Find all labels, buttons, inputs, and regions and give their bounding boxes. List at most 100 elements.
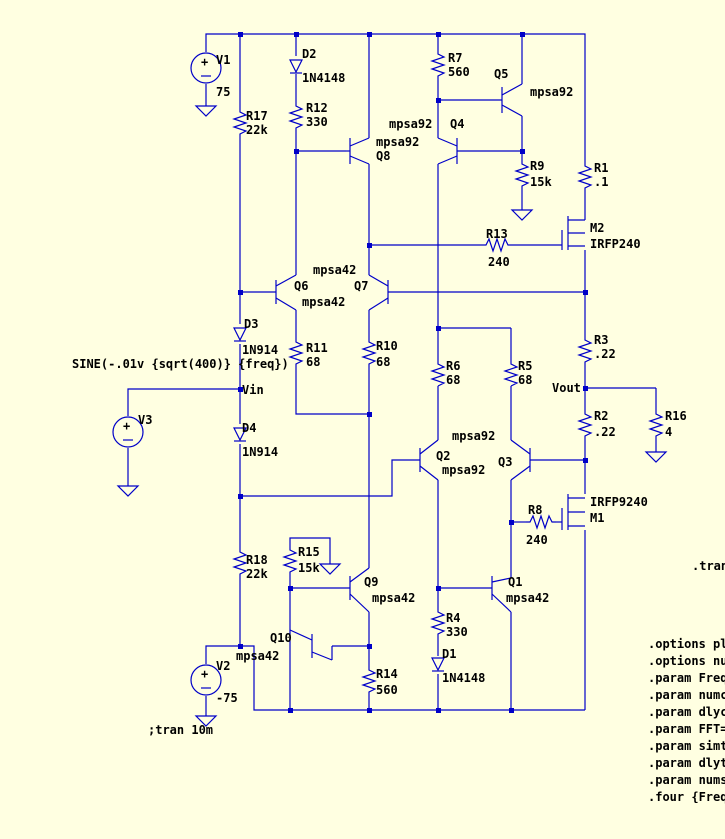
diode-d4[interactable] xyxy=(233,427,247,442)
label-q9-value: mpsa42 xyxy=(372,591,415,605)
label-r8-name: R8 xyxy=(528,503,542,517)
label-q6-name: Q6 xyxy=(294,279,308,293)
label-d3-name: D3 xyxy=(244,317,258,331)
resistor-r8[interactable] xyxy=(526,514,556,530)
diode-d2[interactable] xyxy=(289,59,303,74)
label-r12-value: 330 xyxy=(306,115,328,129)
label-v2-name: V2 xyxy=(216,659,230,673)
resistor-r16[interactable] xyxy=(648,410,664,440)
label-r15-value: 15k xyxy=(298,561,320,575)
directive-line: .four {Freq} xyxy=(648,790,725,804)
resistor-r12[interactable] xyxy=(288,102,304,130)
transistor-q7[interactable] xyxy=(368,274,389,311)
label-v1-name: V1 xyxy=(216,53,230,67)
label-q4-value: mpsa92 xyxy=(389,117,432,131)
transistor-q9[interactable] xyxy=(349,567,370,613)
transistor-q10[interactable] xyxy=(289,629,333,661)
resistor-r2[interactable] xyxy=(577,410,593,440)
label-r13-name: R13 xyxy=(486,227,508,241)
resistor-r13[interactable] xyxy=(482,237,512,253)
label-r9-value: 15k xyxy=(530,175,552,189)
label-d4-value: 1N914 xyxy=(242,445,278,459)
label-r1-name: R1 xyxy=(594,161,608,175)
label-q1-value: mpsa42 xyxy=(506,591,549,605)
voltage-source-v2[interactable]: + xyxy=(190,664,222,696)
label-vout: Vout xyxy=(552,381,581,395)
mosfet-m1[interactable] xyxy=(561,494,585,530)
directive-tran-comment: ;tran 10m xyxy=(148,723,213,737)
directive-line: .param numc xyxy=(648,688,725,702)
resistor-r18[interactable] xyxy=(232,546,248,580)
resistor-r4[interactable] xyxy=(430,608,446,638)
directive-line: .param dlycy xyxy=(648,705,725,719)
label-v1-value: 75 xyxy=(216,85,230,99)
label-d4-name: D4 xyxy=(242,421,256,435)
resistor-r1[interactable] xyxy=(577,162,593,190)
label-d2-name: D2 xyxy=(302,47,316,61)
label-q3-value: mpsa92 xyxy=(452,429,495,443)
resistor-r10[interactable] xyxy=(361,338,377,370)
transistor-q1[interactable] xyxy=(491,576,512,613)
label-v3-value: SINE(-.01v {sqrt(400)} {freq}) xyxy=(72,357,289,371)
label-r10-value: 68 xyxy=(376,355,390,369)
diode-d3[interactable] xyxy=(233,327,247,342)
transistor-q2[interactable] xyxy=(419,439,439,481)
label-r1-value: .1 xyxy=(594,175,608,189)
resistor-r15[interactable] xyxy=(282,546,298,574)
spice-directives: .options plot .options num .param Freq .… xyxy=(648,637,725,804)
label-r11-value: 68 xyxy=(306,355,320,369)
directive-line: .param nums xyxy=(648,773,725,787)
label-q2-value: mpsa92 xyxy=(442,463,485,477)
label-r5-name: R5 xyxy=(518,359,532,373)
directive-line: .param dlyti xyxy=(648,756,725,770)
resistor-r7[interactable] xyxy=(430,50,446,80)
diode-d1[interactable] xyxy=(431,657,445,672)
label-q1-name: Q1 xyxy=(508,575,522,589)
label-r18-name: R18 xyxy=(246,553,268,567)
label-m1-name: M1 xyxy=(590,511,604,525)
label-r9-name: R9 xyxy=(530,159,544,173)
label-q3-name: Q3 xyxy=(498,455,512,469)
directive-line: .param FFT= xyxy=(648,722,725,736)
mosfet-m2[interactable] xyxy=(561,216,586,250)
label-r8-value: 240 xyxy=(526,533,548,547)
resistor-r5[interactable] xyxy=(503,360,519,387)
label-q8-name: Q8 xyxy=(376,149,390,163)
label-v3-name: V3 xyxy=(138,413,152,427)
label-r7-name: R7 xyxy=(448,51,462,65)
directive-line: .options num xyxy=(648,654,725,668)
label-d2-value: 1N4148 xyxy=(302,71,345,85)
svg-text:+: + xyxy=(123,419,130,433)
label-r15-name: R15 xyxy=(298,545,320,559)
transistor-q6[interactable] xyxy=(275,274,297,311)
resistor-r17[interactable] xyxy=(232,108,248,136)
label-r16-name: R16 xyxy=(665,409,687,423)
label-r4-name: R4 xyxy=(446,611,460,625)
transistor-q8[interactable] xyxy=(346,137,370,165)
voltage-source-v1[interactable]: + xyxy=(190,52,222,84)
label-d1-name: D1 xyxy=(442,647,456,661)
transistor-q3[interactable] xyxy=(510,439,531,481)
resistor-r14[interactable] xyxy=(361,666,377,696)
label-r16-value: 4 xyxy=(665,425,672,439)
label-q9-name: Q9 xyxy=(364,575,378,589)
directive-line: .param simti xyxy=(648,739,725,753)
resistor-r9[interactable] xyxy=(514,160,530,190)
label-r3-name: R3 xyxy=(594,333,608,347)
label-r17-name: R17 xyxy=(246,109,268,123)
label-r17-value: 22k xyxy=(246,123,268,137)
label-d1-value: 1N4148 xyxy=(442,671,485,685)
resistor-r3[interactable] xyxy=(577,336,593,364)
resistor-r6[interactable] xyxy=(430,360,446,387)
voltage-source-v3[interactable]: + xyxy=(112,416,144,448)
label-q5-value: mpsa92 xyxy=(530,85,573,99)
label-q10-name: Q10 xyxy=(270,631,292,645)
transistor-q4[interactable] xyxy=(437,137,458,165)
label-r4-value: 330 xyxy=(446,625,468,639)
label-r10-name: R10 xyxy=(376,339,398,353)
label-r2-name: R2 xyxy=(594,409,608,423)
resistor-r11[interactable] xyxy=(288,338,304,368)
label-q6-value: mpsa42 xyxy=(302,295,345,309)
transistor-q5[interactable] xyxy=(501,83,523,117)
